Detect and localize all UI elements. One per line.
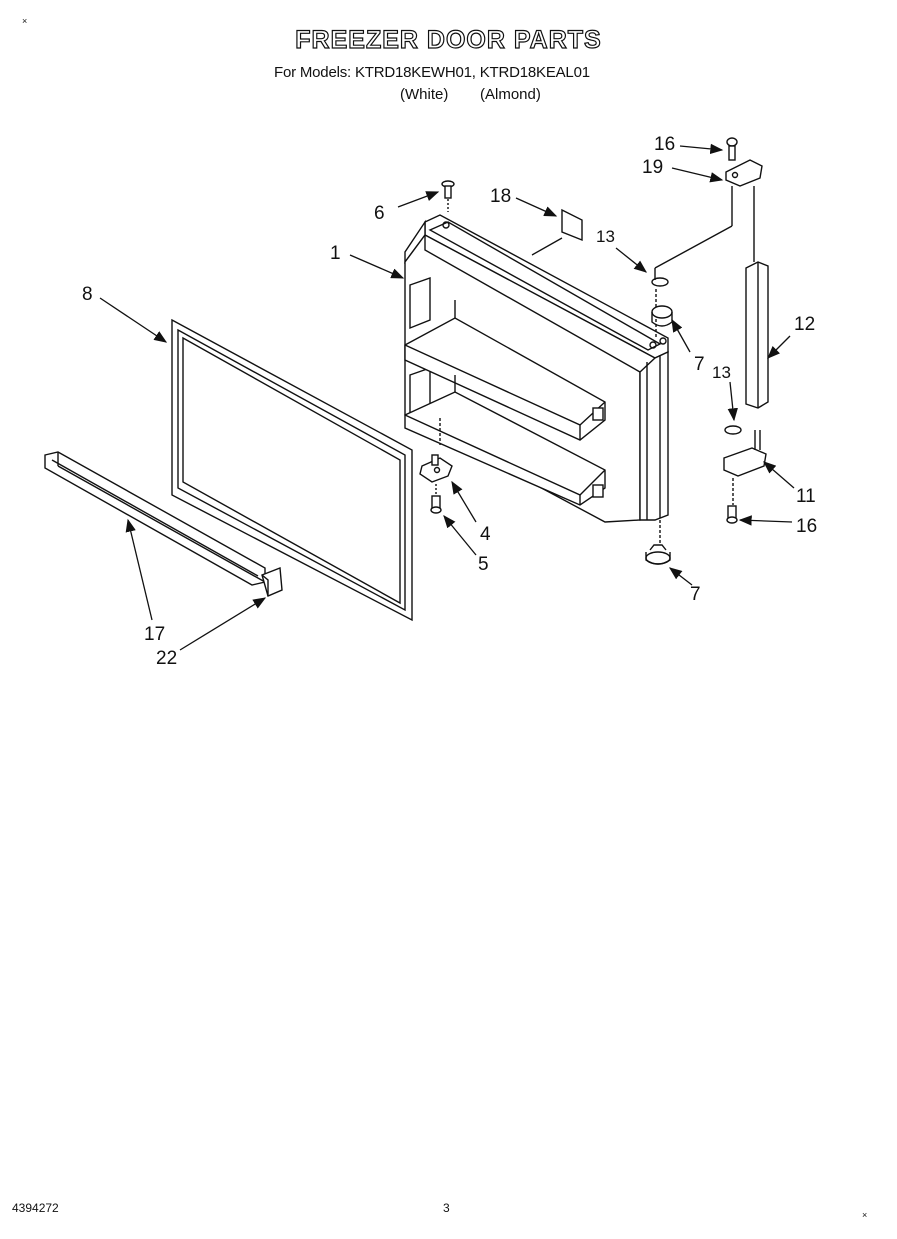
callout-1: 1 bbox=[330, 243, 341, 264]
variant-almond: (Almond) bbox=[480, 86, 541, 103]
bottom-hinge-assembly bbox=[723, 425, 767, 524]
callout-labels: 1 6 18 13 16 19 7 8 12 13 11 16 4 5 7 17… bbox=[82, 134, 817, 669]
door-liner-part-1 bbox=[404, 214, 669, 545]
door-gasket-part-8 bbox=[171, 318, 413, 622]
door-stop-top-part-7 bbox=[651, 305, 673, 327]
callout-13-bottom: 13 bbox=[712, 363, 731, 382]
callout-18: 18 bbox=[490, 186, 511, 207]
hinge-bracket-part-4 bbox=[419, 454, 453, 483]
callout-11: 11 bbox=[796, 486, 816, 507]
callout-8: 8 bbox=[82, 284, 93, 305]
callout-16-top: 16 bbox=[654, 134, 675, 155]
door-stop-bottom-part-7 bbox=[645, 544, 671, 565]
callout-6: 6 bbox=[374, 203, 385, 224]
callout-7-bottom: 7 bbox=[690, 584, 701, 605]
callout-19: 19 bbox=[642, 157, 663, 178]
variant-white: (White) bbox=[400, 86, 449, 103]
label-part-18 bbox=[561, 208, 583, 242]
page-number: 3 bbox=[443, 1201, 450, 1215]
callout-17: 17 bbox=[144, 624, 165, 645]
models-line: For Models: KTRD18KEWH01, KTRD18KEAL01 bbox=[274, 64, 590, 81]
trim-end-cap-part-22 bbox=[261, 567, 283, 597]
callout-13-top: 13 bbox=[596, 227, 615, 246]
registration-mark: × bbox=[22, 16, 28, 26]
leader-lines bbox=[99, 143, 795, 651]
screw-part-5 bbox=[430, 484, 442, 514]
callout-12: 12 bbox=[794, 314, 815, 335]
callout-7-top: 7 bbox=[694, 354, 705, 375]
page-title: FREEZER DOOR PARTS bbox=[295, 25, 602, 54]
document-number: 4394272 bbox=[12, 1201, 59, 1215]
top-hinge-assembly bbox=[651, 137, 763, 338]
callout-5: 5 bbox=[478, 554, 489, 575]
handle-bar-part-12 bbox=[745, 186, 769, 409]
callout-22: 22 bbox=[156, 648, 177, 669]
screw-part-6 bbox=[441, 180, 455, 212]
callout-4: 4 bbox=[480, 524, 491, 545]
callout-16-bottom: 16 bbox=[796, 516, 817, 537]
registration-mark: × bbox=[862, 1210, 868, 1220]
